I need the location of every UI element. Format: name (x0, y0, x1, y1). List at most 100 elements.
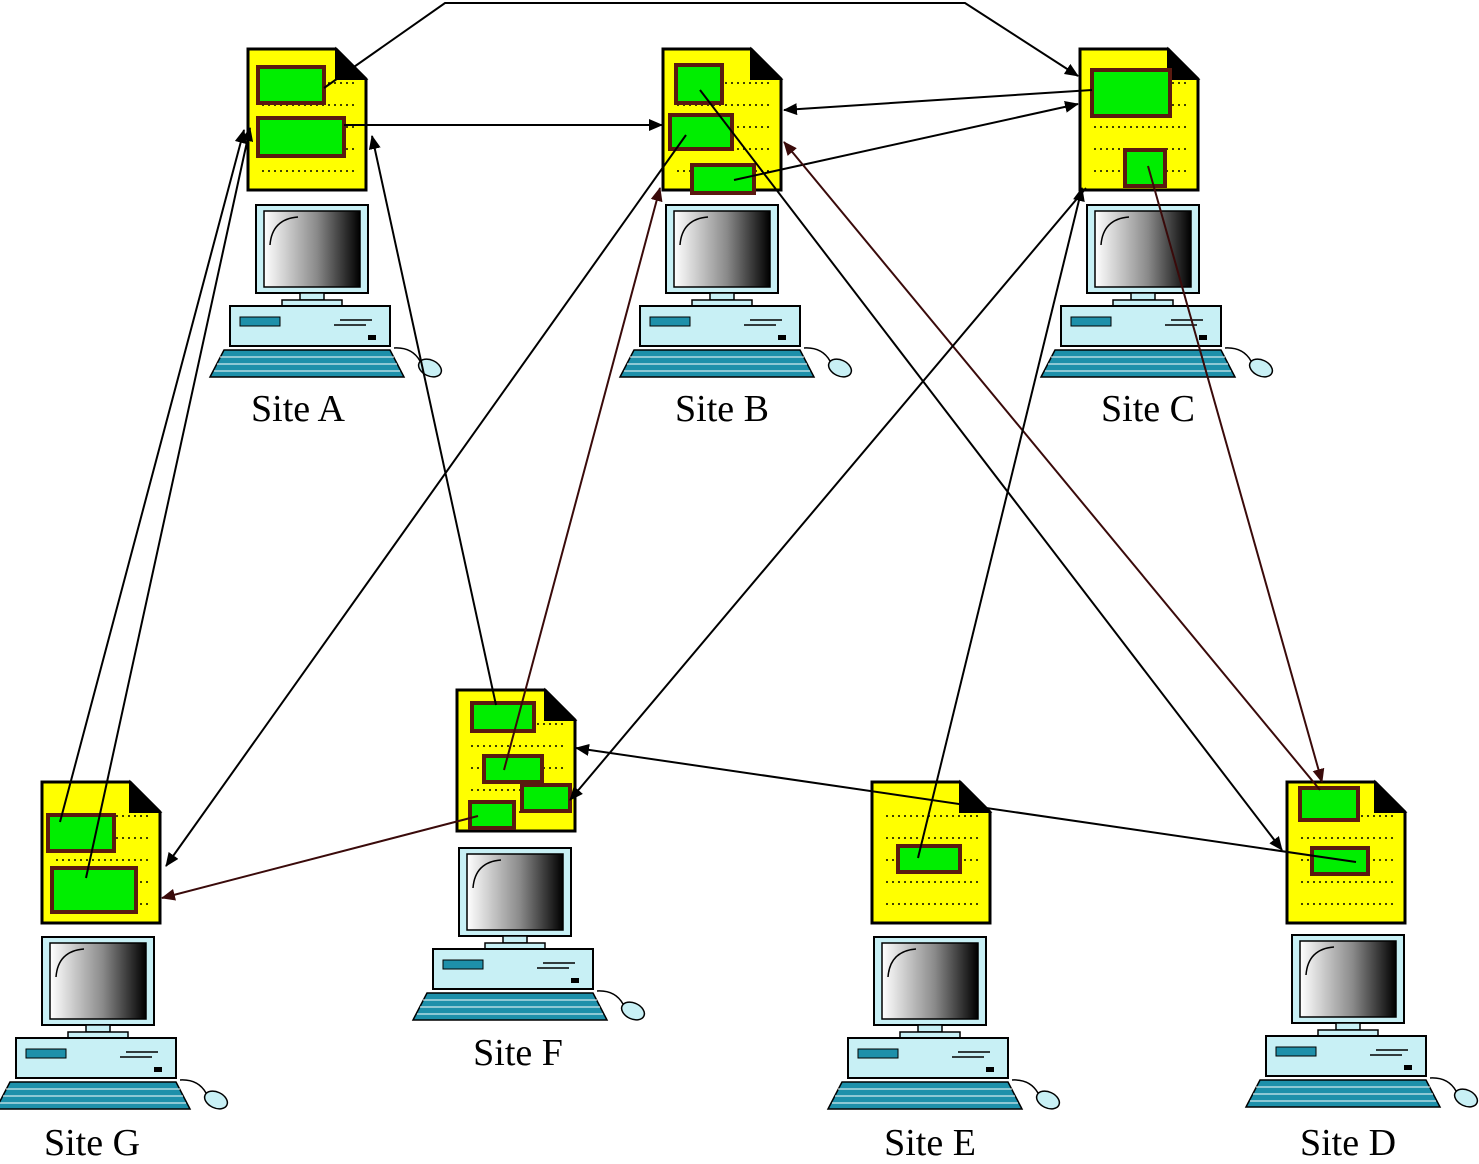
computer-site-d (1244, 934, 1479, 1108)
monitor-screen (1299, 940, 1397, 1018)
data-fragment (1298, 786, 1360, 822)
drive-slot (649, 316, 691, 327)
link-c-to-b (783, 89, 1093, 116)
power-light (1404, 1065, 1412, 1070)
data-fragment (520, 783, 572, 813)
drive-slot (1070, 316, 1112, 327)
document-fold (335, 46, 369, 80)
computer-site-f (411, 847, 646, 1021)
data-fragment (468, 800, 516, 830)
data-fragment (1310, 846, 1370, 876)
mouse-cable (1011, 1079, 1039, 1094)
mouse (1453, 1088, 1479, 1108)
site-a-label: Site A (251, 388, 345, 430)
data-fragment (470, 701, 536, 733)
monitor-neck (502, 935, 528, 944)
power-light (986, 1067, 994, 1072)
link-d-to-b (783, 141, 1321, 791)
site-c-label: Site C (1101, 388, 1195, 430)
computer-site-e (826, 936, 1061, 1110)
mouse (620, 1001, 646, 1021)
monitor-neck (1130, 292, 1156, 301)
document-fold (750, 46, 784, 80)
data-fragment (256, 116, 346, 158)
computer-site-b (618, 204, 853, 378)
mouse-cable (179, 1079, 207, 1094)
data-fragment (690, 163, 756, 195)
monitor-screen (263, 210, 361, 288)
mouse-cable (1429, 1077, 1457, 1092)
computer-site-g (0, 936, 229, 1110)
site-g-label: Site G (43, 1122, 141, 1164)
computer-site-c (1039, 204, 1274, 378)
mouse (827, 358, 853, 378)
system-unit (229, 305, 391, 347)
link-a-to-c (323, 2, 1079, 89)
monitor-neck (917, 1024, 943, 1033)
drive-slot (25, 1048, 67, 1059)
link-c-to-d (1147, 165, 1325, 783)
drive-slot (239, 316, 281, 327)
system-unit (847, 1037, 1009, 1079)
mouse-cable (1224, 347, 1252, 362)
site-b-label: Site B (675, 388, 769, 430)
site-e-label: Site E (884, 1122, 976, 1164)
drive-slot (1275, 1046, 1317, 1057)
site-d-label: Site D (1299, 1122, 1397, 1164)
power-light (778, 335, 786, 340)
data-fragment (896, 844, 962, 874)
data-fragment (256, 65, 326, 105)
document-site-g (40, 779, 163, 925)
link-f-to-a (368, 135, 497, 706)
screen-glare (1100, 216, 1130, 246)
document-fold (129, 779, 163, 813)
link-f-to-g (161, 815, 479, 901)
mouse (203, 1090, 229, 1110)
link-b-to-g (165, 134, 687, 867)
data-fragment (46, 813, 116, 853)
power-light (154, 1067, 162, 1072)
screen-glare (55, 948, 85, 978)
screen-glare (269, 216, 299, 246)
mouse (1248, 358, 1274, 378)
power-light (1199, 335, 1207, 340)
screen-glare (887, 948, 917, 978)
mouse-cable (393, 347, 421, 362)
power-light (368, 335, 376, 340)
link-f-to-b (503, 187, 663, 771)
monitor-neck (709, 292, 735, 301)
computer-site-a (208, 204, 443, 378)
monitor-neck (299, 292, 325, 301)
screen-glare (472, 859, 502, 889)
document-site-d (1285, 779, 1408, 925)
monitor-screen (881, 942, 979, 1020)
data-fragment (674, 63, 724, 105)
mouse-cable (803, 347, 831, 362)
monitor-neck (1335, 1022, 1361, 1031)
screen-glare (1305, 946, 1335, 976)
link-g-to-a (59, 129, 247, 823)
mouse (1035, 1090, 1061, 1110)
document-site-c (1078, 46, 1201, 192)
power-light (571, 978, 579, 983)
link-c-to-f (569, 187, 1087, 801)
document-fold (1167, 46, 1201, 80)
data-fragment (50, 866, 138, 914)
system-unit (432, 948, 594, 990)
document-site-a (246, 46, 369, 192)
monitor-screen (49, 942, 147, 1020)
document-fold (544, 687, 578, 721)
drive-slot (442, 959, 484, 970)
monitor-screen (673, 210, 771, 288)
data-fragment (482, 754, 544, 784)
link-e-to-c (917, 187, 1085, 859)
data-fragment (1090, 68, 1172, 118)
monitor-screen (466, 853, 564, 931)
link-d-to-f (575, 743, 1357, 863)
drive-slot (857, 1048, 899, 1059)
link-g-to-a-secondary (85, 127, 254, 879)
link-b-to-d (699, 89, 1283, 851)
data-fragment (1123, 148, 1167, 188)
